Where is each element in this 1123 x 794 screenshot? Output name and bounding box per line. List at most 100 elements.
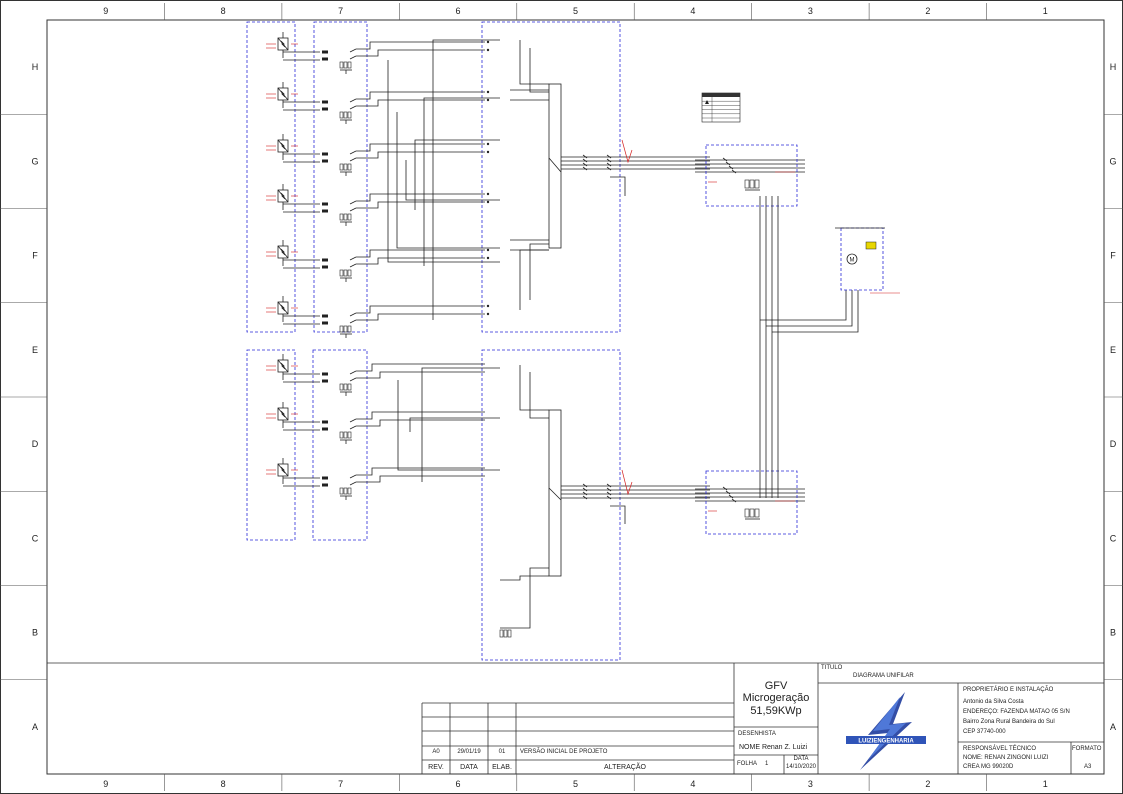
zone-column-label: 2	[925, 779, 930, 789]
zone-column-label: 1	[1043, 6, 1048, 16]
zone-row-label: G	[1109, 156, 1116, 166]
lower-inverter-symbol	[548, 409, 562, 577]
zone-row-label: E	[1110, 345, 1116, 355]
zone-column-label: 6	[456, 6, 461, 16]
upper-string-box	[313, 21, 368, 333]
format-label: FORMATO	[1072, 746, 1102, 752]
lower-inverter-box	[481, 349, 621, 661]
company-logo-text: LUIZIENGENHARIA	[858, 739, 914, 745]
lower-string-box	[312, 349, 368, 541]
zone-row-label: C	[1110, 533, 1117, 543]
title-block-frame	[47, 662, 1104, 774]
pv-module-symbol	[266, 32, 298, 58]
zone-row-label: A	[1110, 722, 1116, 732]
energy-meter-label: M	[850, 258, 855, 264]
zone-column-label: 1	[1043, 779, 1048, 789]
date-label: DATA	[793, 756, 809, 762]
revision-date: 29/01/19	[457, 749, 481, 755]
zone-column-label: 9	[103, 779, 108, 789]
sheet-label: FOLHA	[737, 761, 758, 767]
upper-inverter-symbol	[548, 83, 562, 249]
zone-row-label: E	[32, 345, 38, 355]
string-box-protection	[322, 312, 357, 338]
zone-row-label: A	[32, 722, 38, 732]
zone-column-label: 5	[573, 779, 578, 789]
technician-header: RESPONSÁVEL TÉCNICO	[963, 746, 1037, 752]
string-box-protection	[322, 370, 357, 396]
owner-header: PROPRIETÁRIO E INSTALAÇÃO	[963, 687, 1054, 693]
owner-address: ENDEREÇO: FAZENDA MATAO 05 S/N	[963, 709, 1070, 715]
upper-ac-panel-box	[705, 144, 798, 207]
drawing-title: DIAGRAMA UNIFILAR	[853, 673, 914, 679]
pv-module-symbol	[266, 296, 298, 322]
revision-number: A0	[432, 749, 440, 755]
designer-name: NOME Renan Z. Luizi	[739, 744, 808, 751]
energy-meter-symbol	[846, 253, 858, 265]
zone-row-label: B	[1110, 628, 1116, 638]
pv-module-symbol	[266, 402, 298, 428]
zone-column-label: 7	[338, 779, 343, 789]
owner-district: Bairro Zona Rural Bandeira do Sul	[963, 719, 1055, 725]
owner-name: Antonio da Silva Costa	[963, 699, 1024, 705]
zone-column-label: 8	[221, 779, 226, 789]
company-logo: LUIZIENGENHARIA	[846, 692, 926, 770]
string-box-protection	[322, 256, 357, 282]
zone-column-label: 6	[456, 779, 461, 789]
pv-module-symbol	[266, 240, 298, 266]
zone-column-label: 3	[808, 779, 813, 789]
project-subtype: Microgeração	[742, 692, 810, 704]
designer-label: DESENHISTA	[738, 731, 776, 737]
pv-module-symbol	[266, 458, 298, 484]
zone-column-label: 5	[573, 6, 578, 16]
project-type: GFV	[764, 680, 788, 692]
zone-row-label: C	[32, 533, 39, 543]
string-box-protection	[322, 48, 357, 74]
pv-module-symbol	[266, 184, 298, 210]
technician-crea: CREA MG 99020D	[963, 764, 1014, 770]
sheet-number: 1	[765, 761, 769, 767]
format-value: A3	[1084, 764, 1092, 770]
utility-tag	[865, 241, 877, 250]
zone-column-label: 3	[808, 6, 813, 16]
string-box-protection	[322, 418, 357, 444]
pv-module-symbol	[266, 134, 298, 160]
string-box-protection	[322, 200, 357, 226]
zone-row-label: H	[1110, 62, 1117, 72]
date-value: 14/10/2020	[785, 764, 817, 770]
zone-row-label: F	[1110, 251, 1116, 261]
zone-column-label: 7	[338, 6, 343, 16]
string-box-protection	[322, 474, 357, 500]
upper-pv-array-box	[246, 21, 296, 333]
zone-column-label: 8	[221, 6, 226, 16]
title-label: TITULO	[821, 665, 843, 671]
ac-protection-panel	[695, 486, 805, 520]
zone-column-label: 9	[103, 6, 108, 16]
revision-author: 01	[498, 749, 506, 755]
zone-row-label: G	[31, 156, 38, 166]
technician-name: NOME: RENAN ZINGONI LUIZI	[963, 755, 1049, 761]
pv-module-symbol	[266, 354, 298, 380]
pv-module-symbol	[266, 82, 298, 108]
revision-description: VERSÃO INICIAL DE PROJETO	[520, 749, 608, 755]
lower-ac-panel-box	[705, 470, 798, 535]
ac-protection-panel	[695, 157, 805, 191]
single-line-diagram: M	[246, 21, 900, 661]
date-header: DATA	[460, 764, 478, 771]
change-header: ALTERAÇÃO	[604, 764, 646, 771]
string-box-protection	[322, 150, 357, 176]
zone-row-label: H	[32, 62, 39, 72]
author-header: ELAB.	[492, 764, 512, 771]
zone-row-label: D	[1110, 439, 1117, 449]
zone-row-label: D	[32, 439, 39, 449]
project-power: 51,59KWp	[750, 705, 802, 717]
zone-row-label: F	[32, 251, 38, 261]
rev-header: REV.	[428, 764, 444, 771]
zone-column-label: 4	[690, 779, 695, 789]
owner-cep: CEP 37740-000	[963, 729, 1006, 735]
string-box-protection	[322, 98, 357, 124]
legend-table	[701, 92, 741, 123]
zone-column-label: 2	[925, 6, 930, 16]
lower-pv-array-box	[246, 349, 296, 541]
